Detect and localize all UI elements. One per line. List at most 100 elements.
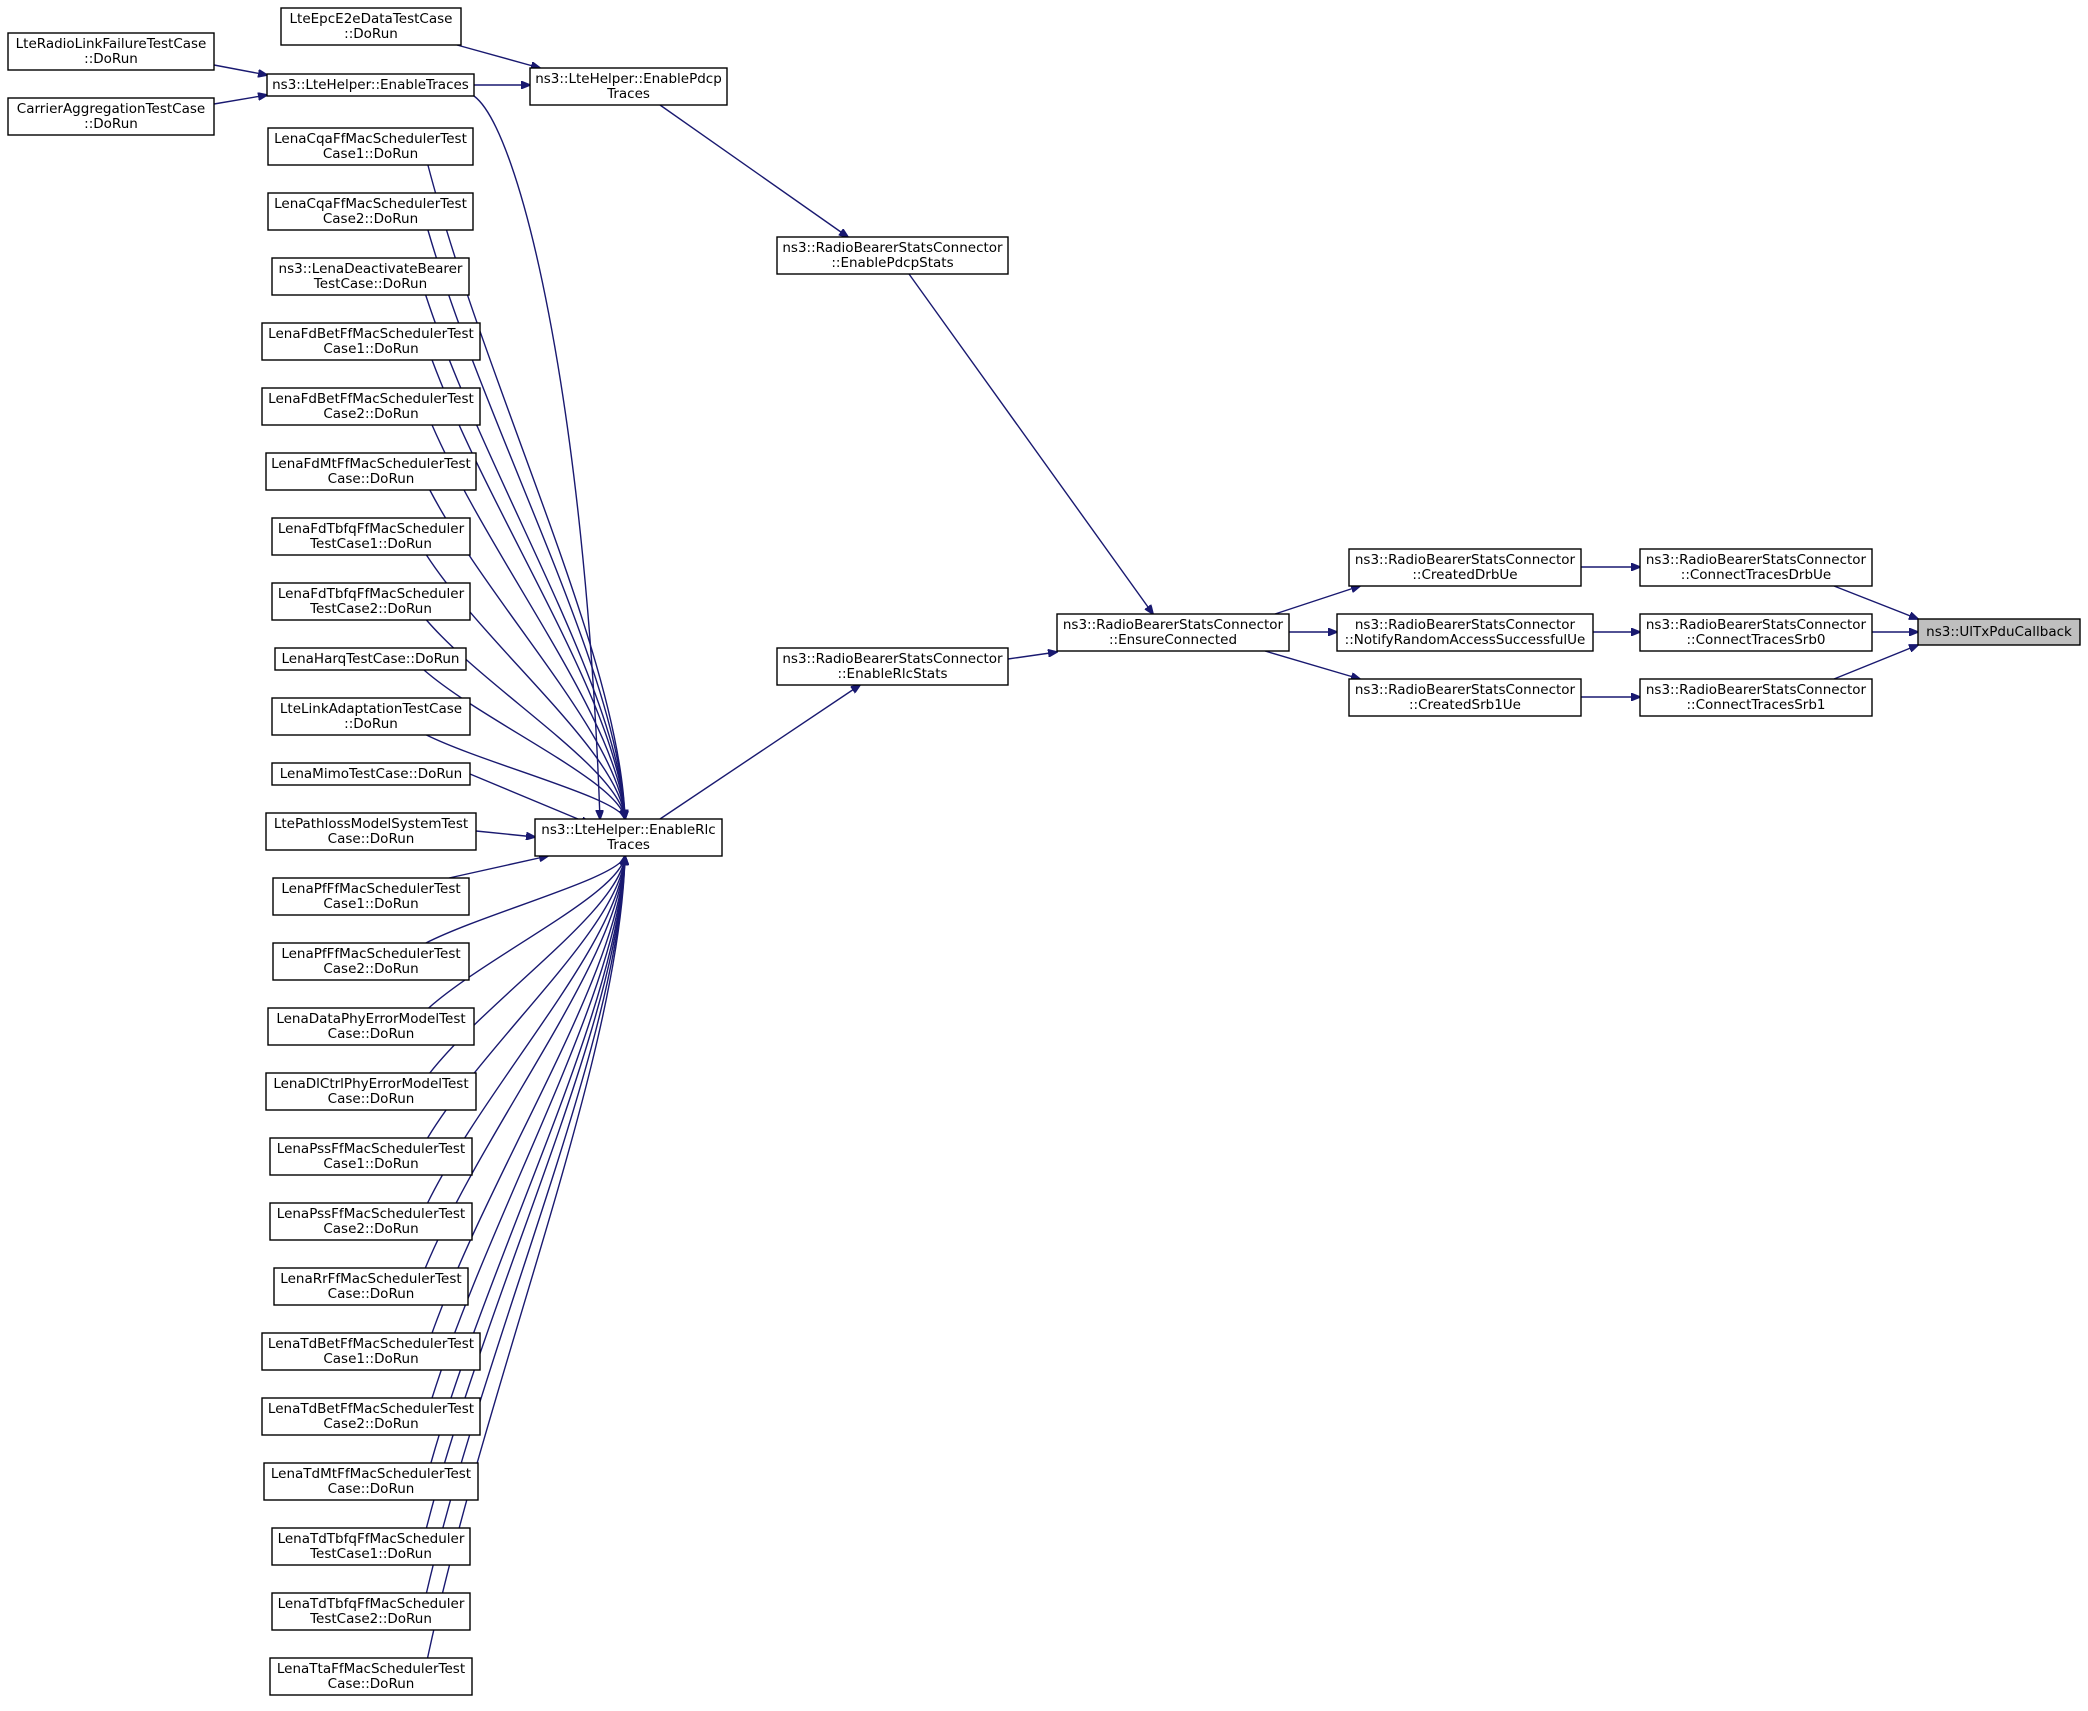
node-box xyxy=(280,7,462,46)
node-connect_traces_srb0[interactable]: ns3::RadioBearerStatsConnector::ConnectT… xyxy=(1639,613,1873,652)
node-box xyxy=(261,1397,481,1436)
node-notify_random_access[interactable]: ns3::RadioBearerStatsConnector::NotifyRa… xyxy=(1336,613,1594,652)
node-box xyxy=(269,1657,473,1696)
node-label-line: ::ConnectTracesDrbUe xyxy=(1681,567,1831,583)
node-created_srb1_ue[interactable]: ns3::RadioBearerStatsConnector::CreatedS… xyxy=(1348,678,1582,717)
node-label-line: ::ConnectTracesSrb1 xyxy=(1686,697,1825,713)
node-label-line: ::CreatedDrbUe xyxy=(1412,567,1517,583)
node-label-line: Case::DoRun xyxy=(328,831,415,847)
node-label-line: TestCase1::DoRun xyxy=(309,536,432,552)
node-harq[interactable]: LenaHarqTestCase::DoRun xyxy=(274,647,467,671)
node-ensure_connected[interactable]: ns3::RadioBearerStatsConnector::EnsureCo… xyxy=(1056,613,1290,652)
node-carrier_aggregation[interactable]: CarrierAggregationTestCase::DoRun xyxy=(7,97,215,136)
node-mimo[interactable]: LenaMimoTestCase::DoRun xyxy=(271,762,471,786)
node-connect_traces_srb1[interactable]: ns3::RadioBearerStatsConnector::ConnectT… xyxy=(1639,678,1873,717)
node-label-line: LenaRrFfMacSchedulerTest xyxy=(280,1271,461,1287)
node-enable_traces[interactable]: ns3::LteHelper::EnableTraces xyxy=(266,73,475,97)
edge-ensure_connected-to-created_drb_ue xyxy=(1274,586,1360,615)
node-label-line: ns3::RadioBearerStatsConnector xyxy=(1355,552,1576,568)
edge-mimo-to-enable_rlc_traces xyxy=(469,773,590,824)
node-label-line: LenaCqaFfMacSchedulerTest xyxy=(274,131,467,147)
node-label-line: LenaFdTbfqFfMacScheduler xyxy=(278,521,465,537)
node-box xyxy=(1639,548,1873,587)
node-box xyxy=(7,97,215,136)
node-box xyxy=(272,877,470,916)
edge-lte_radio_link_failure-to-enable_traces xyxy=(213,64,267,75)
node-label-line: LenaTdMtFfMacSchedulerTest xyxy=(271,1466,471,1482)
node-label-line: Case::DoRun xyxy=(328,471,415,487)
edge-harq-to-enable_rlc_traces xyxy=(423,669,625,819)
node-box xyxy=(267,127,474,166)
edge-tdbet2-to-enable_rlc_traces xyxy=(431,856,625,1399)
node-label-line: LenaHarqTestCase::DoRun xyxy=(282,651,460,667)
node-label-line: ::CreatedSrb1Ue xyxy=(1409,697,1521,713)
node-label-line: Case1::DoRun xyxy=(323,146,418,162)
node-created_drb_ue[interactable]: ns3::RadioBearerStatsConnector::CreatedD… xyxy=(1348,548,1582,587)
node-lte_radio_link_failure[interactable]: LteRadioLinkFailureTestCase::DoRun xyxy=(7,32,215,71)
node-box xyxy=(534,818,723,857)
edge-tdbet1-to-enable_rlc_traces xyxy=(431,856,625,1334)
node-label-line: ns3::RadioBearerStatsConnector xyxy=(1646,552,1867,568)
node-label-line: Case2::DoRun xyxy=(323,1416,418,1432)
node-label-line: ::EnableRlcStats xyxy=(837,666,947,682)
node-box xyxy=(267,1007,475,1046)
node-box xyxy=(267,192,474,231)
node-connect_traces_drb_ue[interactable]: ns3::RadioBearerStatsConnector::ConnectT… xyxy=(1639,548,1873,587)
node-lte_epc_e2e[interactable]: LteEpcE2eDataTestCase::DoRun xyxy=(280,7,462,46)
node-label-line: ::EnsureConnected xyxy=(1109,632,1237,648)
edge-data_phy_error-to-enable_rlc_traces xyxy=(428,856,625,1009)
node-label-line: Case::DoRun xyxy=(328,1091,415,1107)
edge-fdbet1-to-enable_rlc_traces xyxy=(431,359,625,819)
node-label-line: LenaDataPhyErrorModelTest xyxy=(276,1011,465,1027)
nodes-layer: ns3::UlTxPduCallbackns3::RadioBearerStat… xyxy=(7,7,2081,1696)
node-label-line: LenaTdBetFfMacSchedulerTest xyxy=(268,1401,474,1417)
node-label-line: CarrierAggregationTestCase xyxy=(17,101,205,117)
node-box xyxy=(271,517,471,556)
node-box xyxy=(1639,613,1873,652)
node-link_adaptation[interactable]: LteLinkAdaptationTestCase::DoRun xyxy=(271,697,471,736)
edge-connect_traces_drb_ue-to-ul_tx_pdu_callback xyxy=(1833,585,1918,619)
node-box xyxy=(271,582,471,621)
node-label-line: LenaDlCtrlPhyErrorModelTest xyxy=(273,1076,468,1092)
node-enable_pdcp_stats[interactable]: ns3::RadioBearerStatsConnector::EnablePd… xyxy=(776,236,1009,275)
node-label-line: Case::DoRun xyxy=(328,1286,415,1302)
node-label-line: ::DoRun xyxy=(344,26,398,42)
edge-enable_rlc_traces-to-enable_rlc_stats xyxy=(659,685,860,820)
node-label-line: Case2::DoRun xyxy=(323,961,418,977)
node-label-line: TestCase1::DoRun xyxy=(309,1546,432,1562)
node-label-line: ::DoRun xyxy=(84,51,138,67)
node-ul_tx_pdu_callback[interactable]: ns3::UlTxPduCallback xyxy=(1917,618,2081,646)
node-label-line: Case1::DoRun xyxy=(323,896,418,912)
node-label-line: ns3::RadioBearerStatsConnector xyxy=(1646,682,1867,698)
node-box xyxy=(529,67,728,106)
node-enable_rlc_stats[interactable]: ns3::RadioBearerStatsConnector::EnableRl… xyxy=(776,647,1009,686)
node-label-line: LenaTdTbfqFfMacScheduler xyxy=(278,1596,465,1612)
node-label-line: LteRadioLinkFailureTestCase xyxy=(16,36,207,52)
node-label-line: LenaFdMtFfMacSchedulerTest xyxy=(271,456,471,472)
